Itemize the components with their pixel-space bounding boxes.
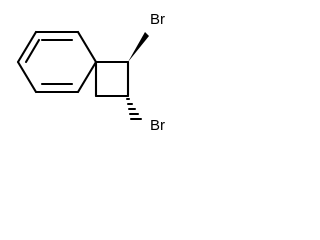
bromine-bottom-label: Br — [150, 117, 165, 134]
chemical-structure-diagram: Br Br — [16, 11, 165, 134]
wedge-bond — [128, 32, 149, 62]
aromatic-inner-bond-3 — [24, 38, 41, 64]
ring-bond-6 — [16, 30, 38, 64]
ring-bond-2 — [76, 30, 98, 64]
hashed-bond — [126, 98, 142, 120]
ring-bond-5 — [16, 60, 38, 94]
bromine-top-label: Br — [150, 11, 165, 28]
ring-bond-3 — [76, 60, 98, 94]
